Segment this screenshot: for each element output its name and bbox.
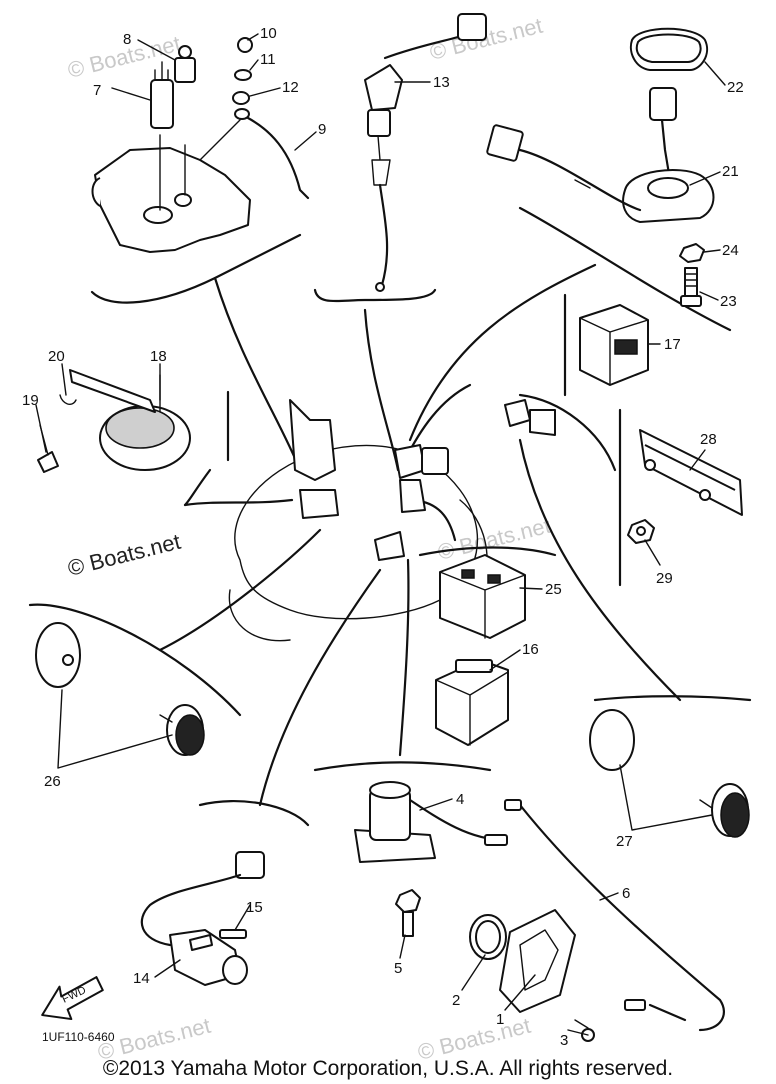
part-number-27: 27 xyxy=(616,833,633,850)
solenoid-4 xyxy=(354,781,508,863)
part-number-21: 21 xyxy=(722,163,739,180)
sensor-13-group xyxy=(364,13,487,292)
cover-27-group xyxy=(589,709,750,838)
part-number-26: 26 xyxy=(44,773,61,790)
part-number-18: 18 xyxy=(150,348,167,365)
leader-lines xyxy=(35,33,726,1036)
part-number-14: 14 xyxy=(133,970,150,987)
part-number-6: 6 xyxy=(622,885,630,902)
wiring-harness xyxy=(158,263,682,807)
horn-18-group xyxy=(37,369,191,473)
unit-1-group xyxy=(469,909,595,1042)
thermo-switch-group xyxy=(91,37,310,253)
part-number-10: 10 xyxy=(260,25,277,42)
part-number-25: 25 xyxy=(545,581,562,598)
part-number-8: 8 xyxy=(123,31,131,48)
plate-28-group xyxy=(627,429,743,544)
part-number-19: 19 xyxy=(22,392,39,409)
diagram-code: 1UF110-6460 xyxy=(42,1030,115,1044)
part-number-23: 23 xyxy=(720,293,737,310)
part-number-13: 13 xyxy=(433,74,450,91)
part-number-2: 2 xyxy=(452,992,460,1009)
part-number-29: 29 xyxy=(656,570,673,587)
relay-16 xyxy=(435,659,509,746)
watermark: © Boats.net xyxy=(435,513,553,565)
fwd-arrow: FWD xyxy=(41,976,104,1021)
part-number-3: 3 xyxy=(560,1032,568,1049)
cover-26-group xyxy=(35,622,205,756)
part-number-22: 22 xyxy=(727,79,744,96)
sensor-14-group xyxy=(140,851,265,986)
part-number-28: 28 xyxy=(700,431,717,448)
part-number-20: 20 xyxy=(48,348,65,365)
copyright-notice: ©2013 Yamaha Motor Corporation, U.S.A. A… xyxy=(102,1057,674,1080)
part-number-9: 9 xyxy=(318,121,326,138)
watermark-main: © Boats.net xyxy=(65,529,183,581)
part-number-15: 15 xyxy=(246,899,263,916)
part-number-11: 11 xyxy=(260,51,276,68)
part-number-7: 7 xyxy=(93,82,101,99)
relay-17 xyxy=(579,304,649,386)
part-number-24: 24 xyxy=(722,242,739,259)
group-brackets xyxy=(28,206,752,827)
relay-25 xyxy=(439,554,526,639)
part-number-labels: 7 8 9 10 11 12 13 22 21 24 23 17 28 29 1… xyxy=(22,25,744,1049)
part-number-17: 17 xyxy=(664,336,681,353)
bolt-23-nut-24 xyxy=(679,243,705,307)
part-number-16: 16 xyxy=(522,641,539,658)
engine-connectors xyxy=(289,399,556,561)
part-number-4: 4 xyxy=(456,791,464,808)
part-number-1: 1 xyxy=(496,1011,504,1028)
part-number-5: 5 xyxy=(394,960,402,977)
part-number-12: 12 xyxy=(282,79,299,96)
cable-6 xyxy=(504,799,725,1032)
sender-21-group xyxy=(486,27,715,223)
bolt-5 xyxy=(395,889,421,937)
